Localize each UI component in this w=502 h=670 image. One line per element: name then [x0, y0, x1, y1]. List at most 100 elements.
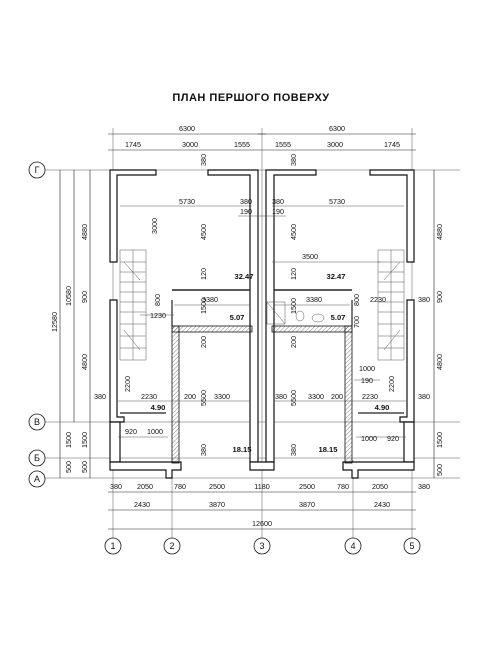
dim-700: 700	[352, 316, 361, 328]
dim-2230-bottom-right: 2230	[362, 392, 378, 401]
dim-bottom-r1-2: 780	[174, 482, 186, 491]
dim-1500-right: 1500	[289, 298, 298, 314]
axis-4: 4	[350, 541, 355, 551]
right-dimensions: 4880 900 4800 1500 500	[433, 170, 444, 478]
dim-bottom-r1-3: 2500	[209, 482, 225, 491]
dim-3380-right: 3380	[306, 295, 322, 304]
dim-3380-left: 3380	[202, 295, 218, 304]
dim-left-d: 1500	[80, 432, 89, 448]
dim-380-center: 380	[275, 392, 287, 401]
dim-5500-left: 5500	[199, 390, 208, 406]
dim-800-right: 800	[352, 294, 361, 306]
dim-bottom-r2-2: 3870	[299, 500, 315, 509]
dim-top-right-b: 3000	[327, 140, 343, 149]
dim-2230-upper-right: 2230	[370, 295, 386, 304]
dim-bottom-overall: 12600	[252, 519, 272, 528]
dim-right-a: 4880	[435, 224, 444, 240]
dim-3000-vertical: 3000	[150, 218, 159, 234]
dim-left-a: 4880	[80, 224, 89, 240]
axis-5: 5	[409, 541, 414, 551]
axis-G: Г	[35, 165, 40, 175]
area-garage-right: 18.15	[318, 445, 338, 454]
axis-2: 2	[169, 541, 174, 551]
area-bath-left: 5.07	[230, 313, 245, 322]
area-bath-right: 5.07	[331, 313, 346, 322]
dim-380-bottom-left: 380	[94, 392, 106, 401]
dim-left-g: 500	[64, 461, 73, 473]
dim-1230: 1230	[150, 311, 166, 320]
dim-5730-right: 5730	[329, 197, 345, 206]
area-living-right: 32.47	[326, 272, 345, 281]
dim-top-380-right: 380	[289, 154, 298, 166]
dim-1000-left: 1000	[147, 427, 163, 436]
dim-920-left: 920	[125, 427, 137, 436]
dim-right-d: 1500	[435, 432, 444, 448]
dim-380-left: 380	[240, 197, 252, 206]
dim-3300-right: 3300	[308, 392, 324, 401]
dim-bottom-r1-8: 380	[418, 482, 430, 491]
shower-icon	[266, 301, 286, 325]
axis-A: А	[34, 474, 40, 484]
dim-bottom-r2-0: 2430	[134, 500, 150, 509]
area-hall-right: 4.90	[375, 403, 390, 412]
dim-top-left-b: 3000	[182, 140, 198, 149]
dim-190-left: 190	[240, 207, 252, 216]
dim-top-right-a: 1555	[275, 140, 291, 149]
dim-2230-bottom-left: 2230	[141, 392, 157, 401]
axis-B: Б	[34, 453, 40, 463]
dim-bottom-r1-1: 2050	[137, 482, 153, 491]
dim-top-right-c: 1745	[384, 140, 400, 149]
dim-bottom-r2-3: 2430	[374, 500, 390, 509]
dim-bottom-r1-0: 380	[110, 482, 122, 491]
dim-bottom-r1-5: 2500	[299, 482, 315, 491]
dim-380-upper-right: 380	[418, 295, 430, 304]
bottom-dimensions: 380 2050 780 2500 1180 2500 780 2050 380…	[108, 482, 430, 530]
dim-1000-right-upper: 1000	[359, 364, 375, 373]
dim-380-lower-right: 380	[289, 444, 298, 456]
staircases	[119, 249, 405, 361]
dim-left-f: 1500	[64, 432, 73, 448]
dim-200-b: 200	[331, 392, 343, 401]
dim-3500: 3500	[302, 252, 318, 261]
dim-920-right: 920	[387, 434, 399, 443]
stair-left	[119, 249, 147, 361]
toilet-icon	[295, 310, 305, 322]
dim-380-lower-left: 380	[199, 444, 208, 456]
dim-left-overall: 12580	[50, 312, 59, 332]
dim-top-left-c: 1555	[234, 140, 250, 149]
area-hall-left: 4.90	[151, 403, 166, 412]
dim-200-right: 200	[289, 336, 298, 348]
dim-800-left: 800	[153, 294, 162, 306]
axis-3: 3	[259, 541, 264, 551]
dim-3300-left: 3300	[214, 392, 230, 401]
dim-4500-right: 4500	[289, 224, 298, 240]
dim-bottom-r1-6: 780	[337, 482, 349, 491]
dim-right-c: 4800	[435, 354, 444, 370]
dim-left-b: 900	[80, 291, 89, 303]
dim-bottom-r1-4: 1180	[254, 482, 269, 491]
dim-top-380-left: 380	[199, 154, 208, 166]
dim-2200-left: 2200	[123, 376, 132, 392]
dim-380-right: 380	[272, 197, 284, 206]
sink-icon	[311, 313, 325, 323]
walls	[109, 169, 415, 479]
dim-left-c: 4800	[80, 354, 89, 370]
dim-200-left: 200	[199, 336, 208, 348]
dim-200-a: 200	[184, 392, 196, 401]
dim-right-b: 900	[435, 291, 444, 303]
dim-120-right: 120	[289, 268, 298, 280]
interior-dimensions: 5730 5730 380 380 190 190 3000 4500 4500…	[94, 197, 430, 456]
dim-5500-right: 5500	[289, 390, 298, 406]
dim-190-right: 190	[272, 207, 284, 216]
dim-left-main: 10580	[64, 286, 73, 306]
dim-right-e: 500	[435, 464, 444, 476]
dim-top-left-a: 1745	[125, 140, 141, 149]
dim-1500-left: 1500	[199, 298, 208, 314]
dim-120-left: 120	[199, 268, 208, 280]
dim-2200-right: 2200	[387, 376, 396, 392]
top-dimensions: 6300 6300 1745 3000 1555 1555 3000 1745 …	[108, 124, 416, 166]
axis-V: В	[34, 417, 40, 427]
axis-markers: 1 2 3 4 5 Г В Б А	[28, 161, 421, 555]
dim-4500-left: 4500	[199, 224, 208, 240]
